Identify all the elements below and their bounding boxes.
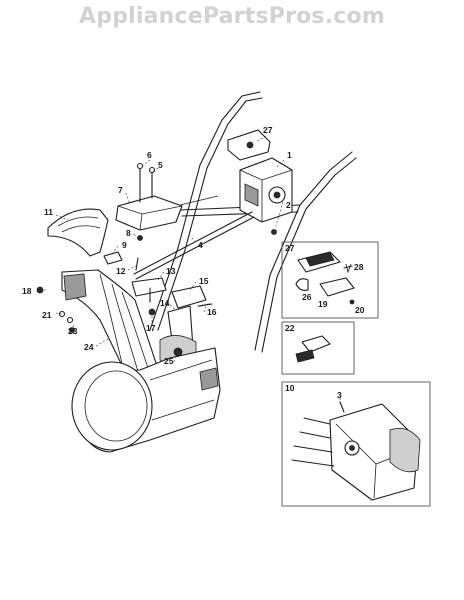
callout-14: 14 xyxy=(160,298,170,308)
callout-13: 13 xyxy=(166,266,176,276)
discharge-chute xyxy=(61,269,161,384)
callout-2: 2 xyxy=(286,200,291,210)
chute-deflector xyxy=(47,208,109,257)
watermark: AppliancePartsPros.com xyxy=(79,4,385,29)
callout-17: 17 xyxy=(146,323,156,333)
leader-lines xyxy=(40,135,341,404)
callout-23: 23 xyxy=(68,326,78,336)
inset-box-b xyxy=(281,321,355,375)
callout-3: 3 xyxy=(337,390,342,400)
callout-27-top: 27 xyxy=(263,125,273,135)
cover-plate xyxy=(115,162,183,231)
callout-1: 1 xyxy=(287,150,292,160)
callout-labels: 27 1 2 6 5 7 8 9 11 4 12 13 15 14 16 17 … xyxy=(22,125,365,400)
callout-16: 16 xyxy=(207,307,217,317)
auger-housing xyxy=(71,347,221,453)
callout-28: 28 xyxy=(354,262,364,272)
callout-6: 6 xyxy=(147,150,152,160)
callout-10: 10 xyxy=(285,383,295,393)
callout-26: 26 xyxy=(302,292,312,302)
callout-8: 8 xyxy=(126,228,131,238)
callout-25: 25 xyxy=(164,356,174,366)
callout-4: 4 xyxy=(198,240,203,250)
cable-rod xyxy=(133,211,253,275)
inset-box-c xyxy=(281,381,431,507)
inset-box-a xyxy=(281,241,379,319)
callout-21: 21 xyxy=(42,310,52,320)
callout-19: 19 xyxy=(318,299,328,309)
callout-9: 9 xyxy=(122,240,127,250)
callout-12: 12 xyxy=(116,266,126,276)
upper-bracket xyxy=(227,129,271,161)
callout-18: 18 xyxy=(22,286,32,296)
callout-22: 22 xyxy=(285,323,295,333)
callout-15: 15 xyxy=(199,276,209,286)
chute-gearbox xyxy=(159,285,211,369)
callout-5: 5 xyxy=(158,160,163,170)
callout-11: 11 xyxy=(44,207,53,217)
chute-control-housing xyxy=(239,157,293,223)
handle-frame xyxy=(149,91,357,353)
callout-7: 7 xyxy=(118,185,123,195)
callout-20: 20 xyxy=(355,305,365,315)
callout-27-inset: 27 xyxy=(285,243,295,253)
callout-24: 24 xyxy=(84,342,94,352)
deflector-bracket xyxy=(103,251,123,265)
